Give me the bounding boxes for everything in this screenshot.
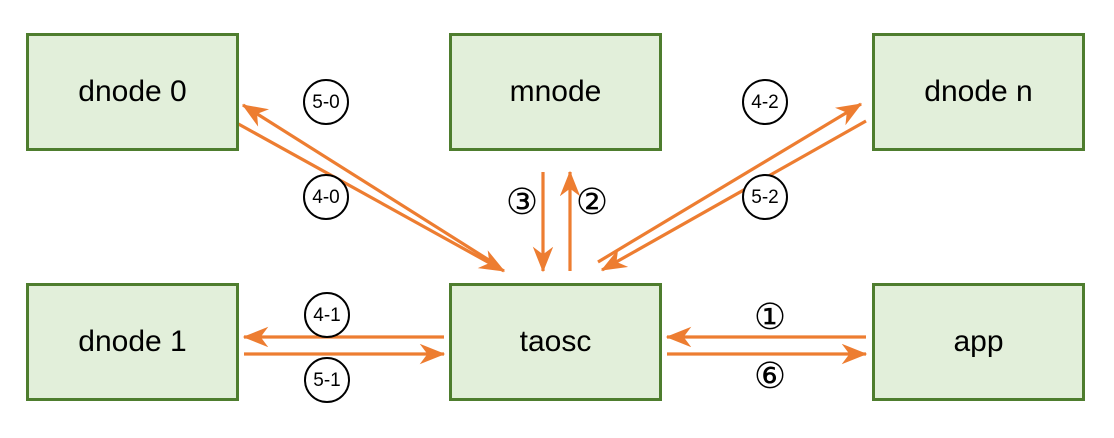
node-label: dnode 1: [78, 325, 187, 358]
edge-badge-2: ②: [570, 181, 614, 225]
edge-badge-label: ②: [575, 182, 609, 223]
node-label: mnode: [509, 75, 602, 108]
edge-badge-4-0: 4-0: [303, 174, 349, 220]
edge-badge-label: 4-2: [751, 91, 779, 113]
edge-badge-label: ①: [753, 297, 787, 338]
node-label: app: [953, 325, 1004, 358]
edge-line-5-2: [600, 119, 867, 272]
edge-badge-1: ①: [748, 296, 792, 340]
node-taosc[interactable]: taosc: [449, 283, 662, 401]
node-dnode-1[interactable]: dnode 1: [26, 283, 239, 401]
edge-badge-label: 4-1: [313, 304, 341, 326]
edge-line-4-2: [597, 102, 863, 264]
edge-badge-label: 5-2: [751, 186, 779, 208]
edge-badge-3: ③: [500, 181, 544, 225]
edge-badge-label: ③: [505, 182, 539, 223]
node-dnode-0[interactable]: dnode 0: [26, 33, 239, 151]
edge-badge-label: 5-0: [312, 91, 340, 113]
node-mnode[interactable]: mnode: [449, 33, 662, 151]
edge-badge-5-1: 5-1: [304, 357, 350, 403]
edge-badge-6: ⑥: [748, 355, 792, 399]
edge-badge-4-1: 4-1: [304, 292, 350, 338]
node-label: dnode n: [924, 75, 1033, 108]
edge-badge-label: 4-0: [312, 186, 340, 208]
node-label: taosc: [519, 325, 592, 358]
node-label: dnode 0: [78, 75, 187, 108]
edge-line-4-0: [232, 119, 506, 273]
edge-badge-4-2: 4-2: [742, 79, 788, 125]
node-app[interactable]: app: [872, 283, 1085, 401]
edge-badge-5-0: 5-0: [303, 79, 349, 125]
edge-badge-label: 5-1: [313, 369, 341, 391]
edge-line-5-0: [241, 103, 493, 264]
edge-badge-label: ⑥: [753, 356, 787, 397]
edge-badge-5-2: 5-2: [742, 174, 788, 220]
node-dnode-n[interactable]: dnode n: [872, 33, 1085, 151]
